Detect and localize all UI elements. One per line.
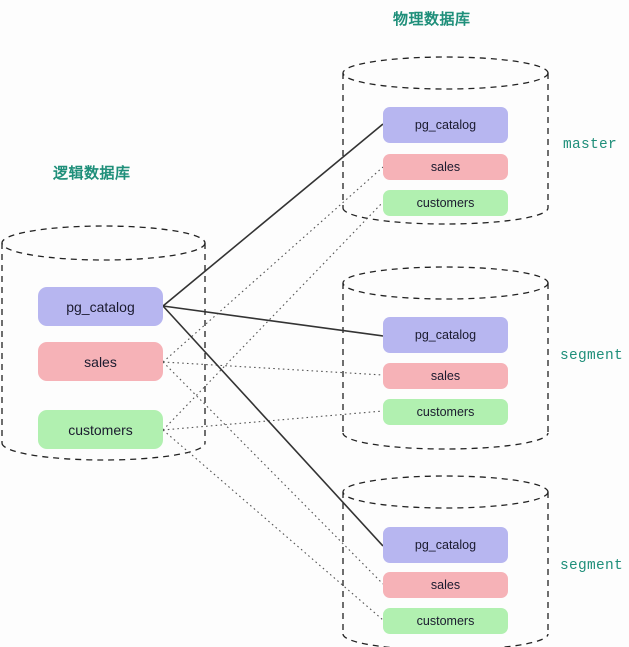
logical-table-sales[interactable]: sales xyxy=(38,342,163,381)
master-table-pg-catalog[interactable]: pg_catalog xyxy=(383,107,508,143)
master-table-customers[interactable]: customers xyxy=(383,190,508,216)
master-table-sales[interactable]: sales xyxy=(383,154,508,180)
logical-database-title: 逻辑数据库 xyxy=(53,165,131,182)
logical-table-customers[interactable]: customers xyxy=(38,410,163,449)
master-label: master xyxy=(563,137,618,153)
logical-table-pg-catalog[interactable]: pg_catalog xyxy=(38,287,163,326)
segment-2-table-sales[interactable]: sales xyxy=(383,572,508,598)
segment-2-table-pg-catalog[interactable]: pg_catalog xyxy=(383,527,508,563)
segment-1-table-pg-catalog[interactable]: pg_catalog xyxy=(383,317,508,353)
segment-1-label: segment xyxy=(560,348,624,364)
physical-database-title: 物理数据库 xyxy=(393,11,471,28)
segment-2-label: segment xyxy=(560,558,624,574)
segment-1-table-sales[interactable]: sales xyxy=(383,363,508,389)
segment-2-table-customers[interactable]: customers xyxy=(383,608,508,634)
segment-1-table-customers[interactable]: customers xyxy=(383,399,508,425)
